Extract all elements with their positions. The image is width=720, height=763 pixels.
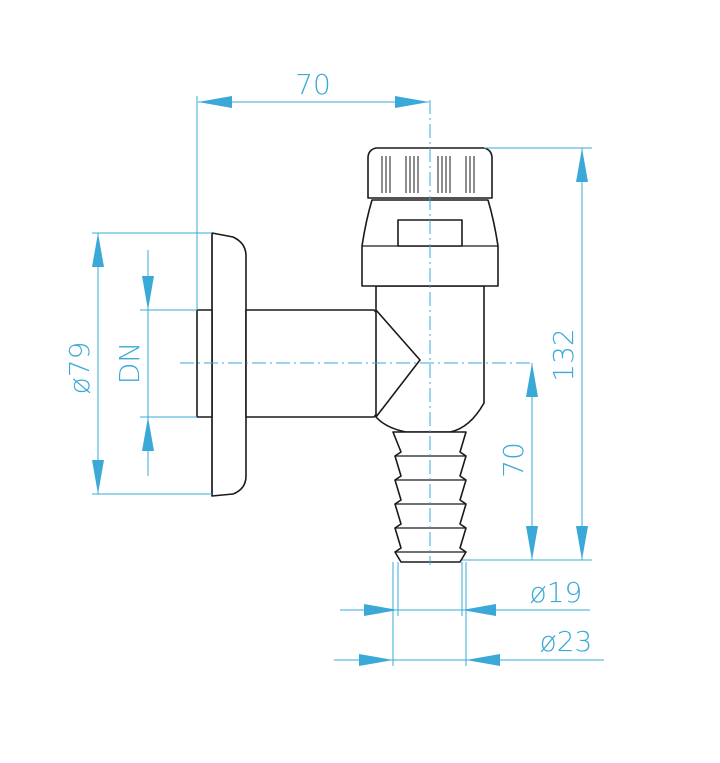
dim-hose-inner-diameter (340, 562, 590, 616)
dim-outlet-height (526, 363, 538, 560)
dim-overall-height (462, 147, 592, 561)
cap-knurling (381, 156, 475, 193)
wall-flange (211, 232, 247, 497)
dim-hose-outer-diameter (334, 562, 604, 666)
dim-nominal-diameter (140, 250, 197, 476)
dim-top-width (196, 96, 429, 310)
label-overall-height: 132 (547, 328, 580, 381)
label-top-width: 70 (295, 68, 331, 101)
dim-flange-diameter (92, 232, 212, 495)
label-hose-inner-diameter: ø19 (530, 576, 583, 609)
valve-body (196, 147, 499, 563)
label-flange-diameter: ø79 (63, 342, 96, 395)
label-nominal-diameter: DN (113, 342, 146, 385)
label-outlet-height: 70 (497, 442, 530, 478)
label-hose-outer-diameter: ø23 (540, 625, 593, 658)
